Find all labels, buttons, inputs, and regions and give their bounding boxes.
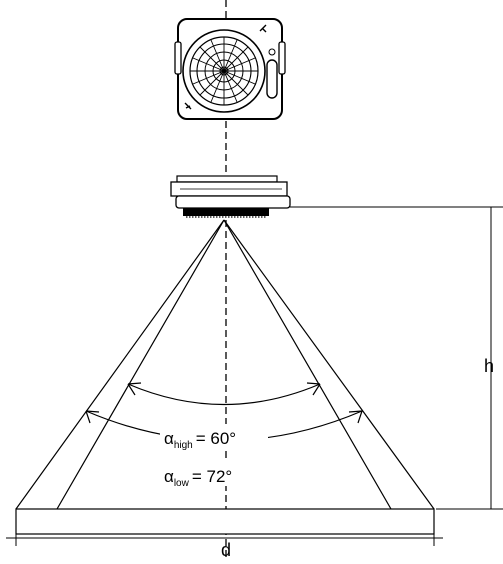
diameter-label: d	[221, 540, 231, 559]
height-label: h	[484, 356, 494, 376]
sensor-top-view	[174, 18, 286, 120]
angle-label-high: αhigh= 60°	[164, 429, 236, 451]
angle-label-low: αlow= 72°	[164, 467, 232, 489]
sensor-side-view	[170, 175, 291, 218]
angle-arc-high	[127, 382, 321, 406]
floor-plane	[15, 508, 435, 535]
detection-cone-outer	[15, 219, 435, 510]
detection-cone-inner	[56, 219, 392, 510]
